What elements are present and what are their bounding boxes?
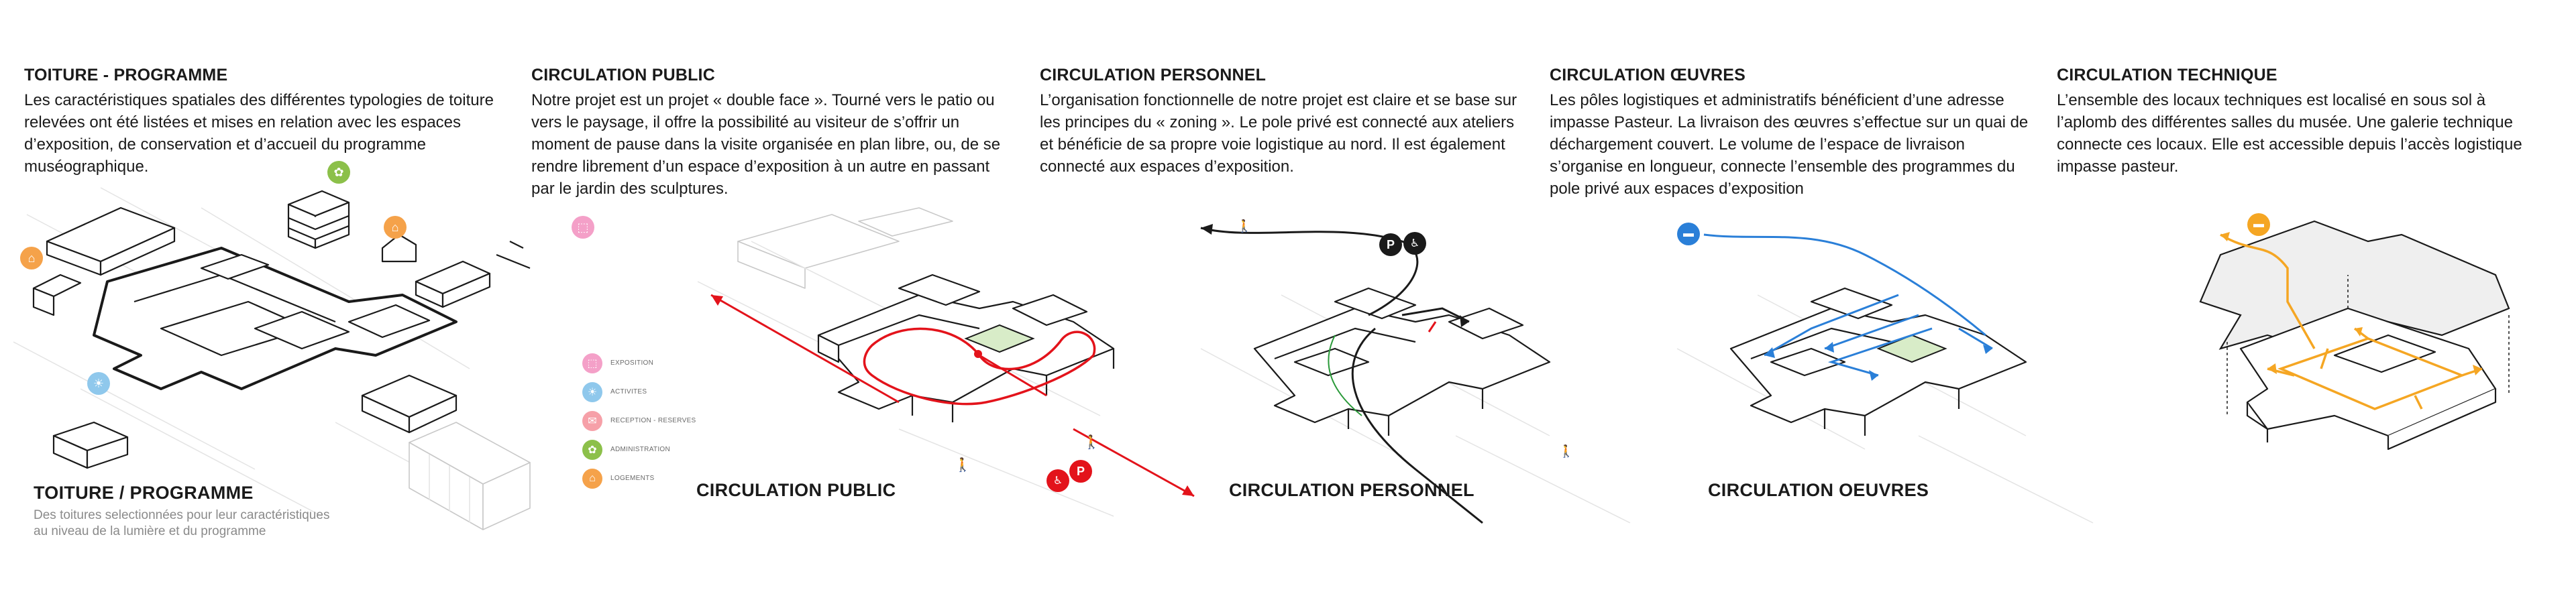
personnel-caption: CIRCULATION PERSONNEL (1229, 480, 1474, 500)
section-title: TOITURE - PROGRAMME (24, 66, 228, 84)
subcaption-line: au niveau de la lumière et du programme (34, 524, 266, 538)
walkers-icon: 🚶 (1083, 434, 1100, 450)
personnel-circulation-diagram (1200, 224, 1631, 524)
program-legend: ⬚ EXPOSITION ☀ ACTIVITES ✉ RECEPTION - R… (582, 349, 696, 493)
museum-volume (1253, 287, 1551, 436)
truck-icon: ▬ (1677, 223, 1700, 245)
legend-label: ADMINISTRATION (610, 446, 671, 453)
toiture-caption: TOITURE / PROGRAMME (34, 483, 254, 503)
legend-item: ✉ RECEPTION - RESERVES (582, 406, 696, 435)
section-title: CIRCULATION PUBLIC (531, 66, 715, 84)
technical-arrowheads (2220, 232, 2482, 375)
roof-cluster-right (415, 241, 531, 308)
roof-typology-diagram (13, 187, 531, 530)
public-route (863, 327, 1096, 406)
roof-cluster-top-left (32, 206, 176, 316)
reception-icon: ✉ (582, 410, 602, 431)
activites-icon: ☀ (87, 372, 110, 395)
legend-label: ACTIVITES (610, 388, 647, 396)
roof-tower (287, 190, 417, 263)
legend-item: ⌂ LOGEMENTS (582, 464, 696, 493)
section-text: L’organisation fonctionnelle de notre pr… (1040, 91, 1517, 176)
walkers-icon: 🚶 (1236, 219, 1252, 233)
roof-slab (2199, 220, 2510, 350)
exposition-icon: ⬚ (582, 353, 602, 373)
section-circulation-oeuvres: CIRCULATION ŒUVRES Les pôles logistiques… (1550, 66, 2033, 200)
oeuvres-circulation-diagram (1676, 233, 2094, 524)
section-circulation-technique: CIRCULATION TECHNIQUE L’ensemble des loc… (2057, 66, 2540, 178)
section-text: Les pôles logistiques et administratifs … (1550, 91, 2029, 198)
section-title: CIRCULATION TECHNIQUE (2057, 66, 2277, 84)
technical-gallery (2220, 233, 2483, 410)
section-circulation-personnel: CIRCULATION PERSONNEL L’organisation fon… (1040, 66, 1523, 178)
parking-icon: P (1379, 233, 1402, 256)
legend-label: EXPOSITION (610, 359, 654, 367)
public-axis-arrow (710, 294, 1195, 497)
exposition-icon: ⬚ (572, 216, 594, 239)
activites-icon: ☀ (582, 381, 602, 402)
logements-icon: ⌂ (20, 247, 43, 269)
legend-label: RECEPTION - RESERVES (610, 417, 696, 424)
museum-volume (1729, 287, 2027, 436)
oeuvres-arrowheads (1764, 342, 1992, 381)
roof-main-volume (93, 247, 458, 390)
section-toiture-programme: TOITURE - PROGRAMME Les caractéristiques… (24, 66, 507, 178)
section-text: L’ensemble des locaux techniques est loc… (2057, 91, 2522, 176)
section-title: CIRCULATION ŒUVRES (1550, 66, 1746, 84)
basement-level (2226, 275, 2510, 451)
technique-circulation-diagram (2199, 220, 2510, 451)
public-circulation-diagram (697, 207, 1195, 517)
section-circulation-public: CIRCULATION PUBLIC Notre projet est un p… (531, 66, 1014, 200)
truck-icon: ▬ (2247, 213, 2270, 236)
toiture-subcaption: Des toitures selectionnées pour leur car… (34, 507, 329, 540)
legend-item: ⬚ EXPOSITION (582, 349, 696, 377)
administration-icon: ✿ (582, 439, 602, 460)
legend-item: ☀ ACTIVITES (582, 377, 696, 406)
oeuvres-route (1703, 233, 1993, 377)
logements-icon: ⌂ (582, 468, 602, 489)
section-text: Les caractéristiques spatiales des diffé… (24, 91, 494, 176)
roof-cluster-bottom (52, 374, 458, 469)
legend-item: ✿ ADMINISTRATION (582, 435, 696, 464)
accessibility-icon: ♿ (1046, 469, 1069, 492)
oeuvres-caption: CIRCULATION OEUVRES (1708, 480, 1929, 500)
legend-label: LOGEMENTS (610, 475, 655, 482)
subcaption-line: Des toitures selectionnées pour leur car… (34, 508, 330, 522)
parking-icon: P (1069, 460, 1092, 483)
walkers-icon: 🚶 (1558, 444, 1574, 458)
administration-icon: ✿ (327, 161, 350, 184)
walkers-icon: 🚶 (954, 457, 971, 473)
section-text: Notre projet est un projet « double face… (531, 91, 1001, 198)
logements-icon: ⌂ (384, 216, 407, 239)
museum-volume (817, 274, 1115, 422)
public-caption: CIRCULATION PUBLIC (696, 480, 896, 500)
section-title: CIRCULATION PERSONNEL (1040, 66, 1267, 84)
accessibility-icon: ♿ (1403, 232, 1426, 255)
roof-transparent-hall (409, 422, 531, 530)
